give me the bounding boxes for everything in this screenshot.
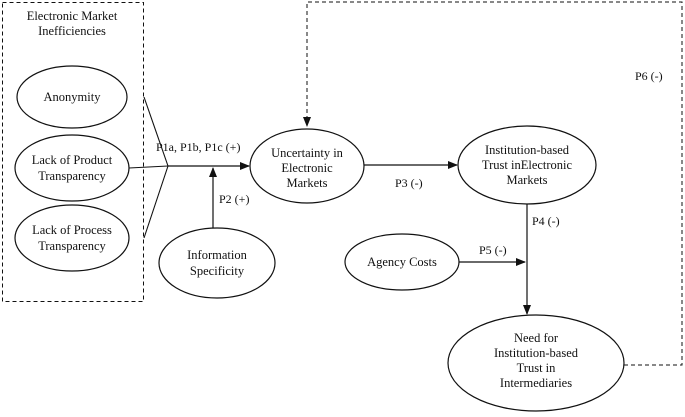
anonymity-node	[16, 65, 128, 129]
information-specificity-label-line1: Information	[187, 248, 247, 262]
need-trust-label-line3: Trust in	[517, 361, 557, 375]
uncertainty-label-line2: Electronic	[281, 161, 333, 175]
p3-label: P3 (-)	[395, 176, 423, 190]
p5-label: P5 (-)	[479, 243, 507, 257]
need-trust-label-line4: Intermediaries	[500, 376, 572, 390]
box-title-line2: Inefficiencies	[38, 24, 106, 38]
product-transparency-label-line2: Transparency	[38, 169, 106, 183]
agency-costs-label: Agency Costs	[367, 255, 437, 269]
uncertainty-node	[249, 128, 365, 204]
product-transparency-connector	[128, 165, 169, 169]
product-transparency-node	[14, 134, 130, 202]
need-trust-label-line1: Need for	[514, 331, 559, 345]
need-trust-node	[447, 314, 625, 412]
anonymity-connector	[143, 96, 169, 167]
process-transparency-connector	[143, 165, 169, 239]
anonymity-label: Anonymity	[44, 90, 102, 104]
p4-label: P4 (-)	[532, 214, 560, 228]
box-title-line1: Electronic Market	[27, 9, 118, 23]
information-specificity-node	[158, 227, 276, 299]
p6-feedback-arrow	[303, 1, 683, 366]
need-trust-label-line2: Institution-based	[494, 346, 579, 360]
uncertainty-label-line3: Markets	[287, 176, 328, 190]
p2-label: P2 (+)	[219, 192, 249, 206]
process-transparency-label-line2: Transparency	[38, 239, 106, 253]
market-inefficiencies-box	[2, 2, 144, 302]
institution-trust-label-line3: Markets	[507, 173, 548, 187]
product-transparency-label-line1: Lack of Product	[32, 153, 113, 167]
institution-trust-label-line1: Institution-based	[485, 143, 570, 157]
information-specificity-label-line2: Specificity	[190, 264, 245, 278]
p6-label: P6 (-)	[635, 69, 663, 83]
institution-trust-label-line2: Trust inElectronic	[482, 158, 573, 172]
p1-label: P1a, P1b, P1c (+)	[156, 140, 240, 154]
process-transparency-node	[14, 204, 130, 272]
uncertainty-label-line1: Uncertainty in	[271, 146, 344, 160]
process-transparency-label-line1: Lack of Process	[32, 223, 112, 237]
